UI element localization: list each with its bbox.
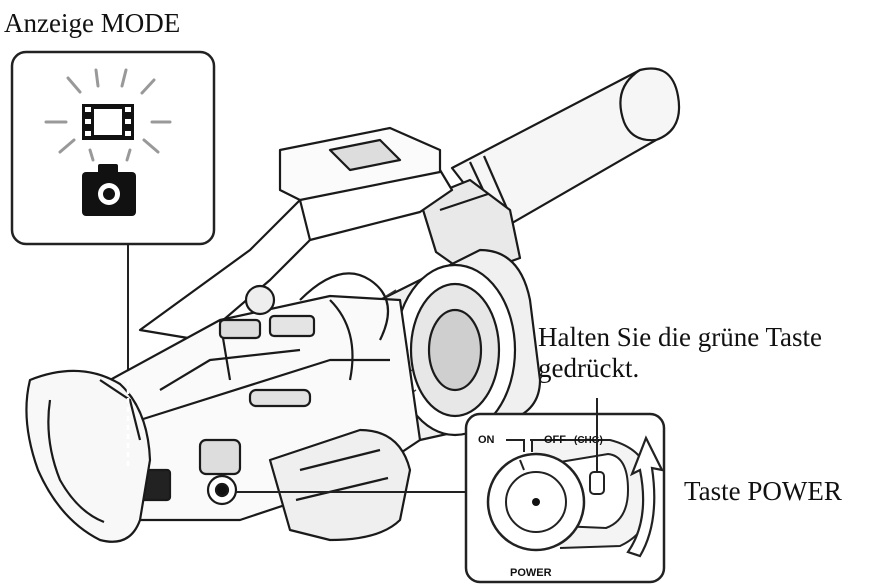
- power-dial-label: POWER: [510, 567, 552, 579]
- power-button-label: Taste POWER: [684, 476, 842, 506]
- chg-mark: (CHG): [574, 435, 603, 446]
- mode-indicator-inset: [10, 50, 216, 246]
- hold-label-line1: Halten Sie die grüne Taste: [538, 322, 823, 352]
- hold-green-button-label: Halten Sie die grüne Taste gedrückt.: [538, 322, 822, 384]
- film-strip-icon: [82, 104, 134, 140]
- hold-label-line2: gedrückt.: [538, 353, 640, 383]
- mode-indicator-label: Anzeige MODE: [4, 8, 181, 38]
- blinking-rays-icon: [44, 68, 172, 162]
- camera-icon: [82, 164, 136, 216]
- power-switch-inset: ON OFF (CHG) POWER: [464, 398, 666, 584]
- green-button-icon: [589, 471, 605, 495]
- curved-arrow-up-icon: [626, 435, 664, 558]
- camcorder-illustration: [25, 67, 681, 543]
- on-mark: ON: [478, 434, 495, 446]
- off-mark: OFF: [544, 434, 566, 446]
